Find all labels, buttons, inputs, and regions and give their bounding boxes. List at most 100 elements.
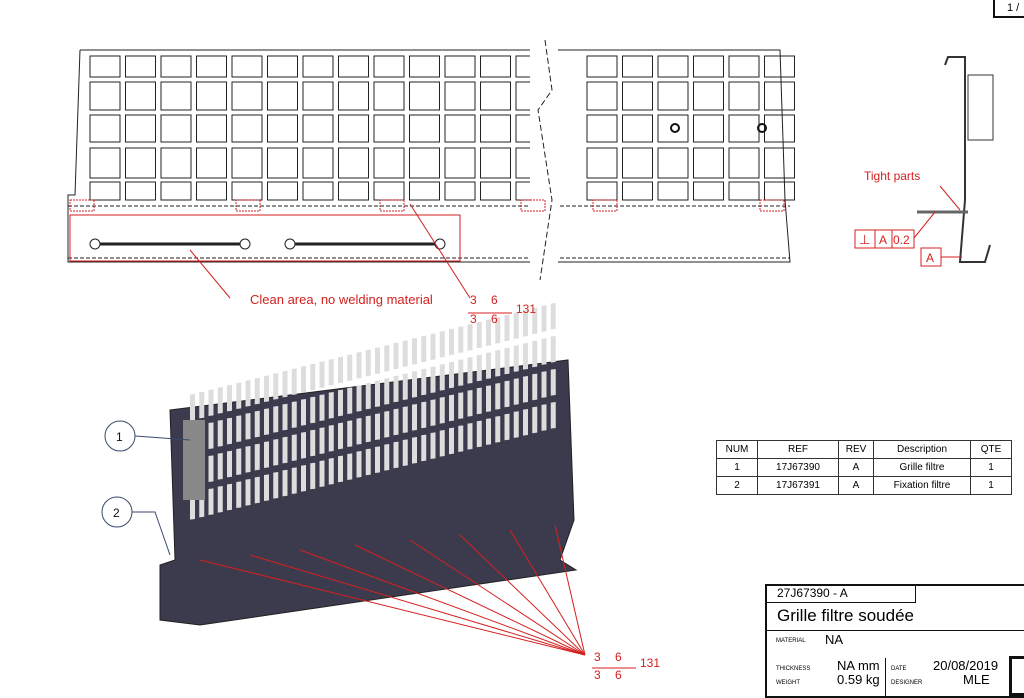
grille-cell: [657, 114, 689, 143]
weld-mark: [759, 199, 785, 212]
grille-cell: [160, 114, 192, 143]
grille-slot: [412, 436, 417, 464]
svg-text:6: 6: [615, 668, 622, 680]
grille-slot: [291, 401, 297, 428]
grille-slot: [310, 462, 316, 490]
grille-cell: [267, 181, 298, 201]
grille-cell: [302, 147, 334, 179]
grille-cell: [231, 147, 263, 179]
grille-slot: [273, 373, 279, 400]
grille-cell: [89, 114, 121, 143]
grille-slot: [217, 420, 223, 447]
grille-cell: [728, 81, 760, 111]
grille-cell: [338, 114, 369, 143]
grille-slot: [347, 354, 353, 381]
leader-line: [913, 211, 936, 239]
grille-cell: [373, 147, 405, 179]
grille-slot: [550, 302, 556, 330]
grille-slot: [365, 448, 371, 476]
grille-slot: [523, 375, 528, 403]
grille-cell: [373, 114, 405, 143]
page-indicator: 1 /: [993, 0, 1024, 18]
grille-slot: [486, 418, 491, 445]
grille-cell: [409, 55, 440, 78]
grille-cell: [586, 55, 618, 78]
grille-slot: [245, 446, 251, 473]
grille-cell: [196, 114, 227, 143]
grille-slot: [393, 375, 399, 403]
svg-text:A: A: [879, 233, 887, 247]
grille-cell: [693, 147, 724, 179]
grille-slot: [504, 413, 510, 441]
grille-slot: [486, 352, 491, 379]
grille-slot: [504, 314, 510, 342]
grille-slot: [550, 335, 556, 363]
part-1-bracket: [183, 420, 205, 500]
grille-slot: [273, 406, 279, 433]
weld-mark: [592, 199, 618, 212]
tolerance-frame: ⊥ A 0.2: [854, 229, 915, 249]
datum-a: A: [920, 247, 942, 267]
grille-slot: [467, 323, 473, 351]
grille-slot: [236, 448, 242, 475]
grille-cell: [338, 81, 369, 111]
balloon-leader: [134, 435, 191, 441]
grille-slot: [328, 392, 334, 419]
grille-slot: [217, 387, 223, 414]
technical-drawing: Clean area, no welding material 3 6 3 6 …: [67, 39, 994, 680]
clean-area-note: Clean area, no welding material: [250, 292, 433, 307]
grille-slot: [310, 363, 316, 391]
grille-slot: [513, 345, 519, 372]
leader-line: [509, 529, 586, 656]
grille-slot: [486, 319, 491, 346]
grille-slot: [421, 335, 427, 363]
grille-cell: [338, 147, 369, 179]
grille-slot: [513, 312, 519, 339]
grille-slot: [245, 380, 251, 407]
grille-slot: [476, 354, 482, 382]
grille-cell: [302, 114, 334, 143]
grille-slot: [365, 382, 371, 410]
grille-cell: [586, 81, 618, 111]
grille-slot: [217, 453, 223, 480]
grille-slot: [393, 342, 399, 370]
svg-text:3: 3: [470, 312, 477, 326]
grille-slot: [458, 359, 464, 386]
svg-text:3: 3: [594, 650, 601, 664]
grille-slot: [523, 408, 528, 436]
grille-slot: [384, 378, 390, 405]
grille-cell: [586, 147, 618, 179]
grille-slot: [541, 404, 547, 431]
grille-slot: [356, 352, 362, 379]
leader-line: [409, 203, 471, 299]
grille-slot: [439, 363, 445, 391]
grille-slot: [208, 422, 214, 449]
grille-slot: [402, 439, 408, 466]
slot-end: [434, 238, 446, 250]
grille-cell: [480, 81, 511, 111]
grille-cell: [444, 81, 476, 111]
grille-slot: [504, 347, 510, 375]
part-number: 27J67390 - A: [767, 586, 916, 603]
grille-cell: [480, 55, 511, 78]
balloon-leader: [132, 511, 171, 556]
grille-slot: [430, 366, 436, 393]
grille-cell: [586, 181, 618, 201]
grille-slot: [449, 361, 454, 389]
grille-cell: [196, 55, 227, 78]
grille-slot: [421, 368, 427, 396]
grille-slot: [532, 406, 538, 434]
grille-slot: [412, 337, 417, 365]
grille-slot: [301, 399, 306, 426]
grille-cell: [764, 181, 795, 201]
grille-slot: [476, 387, 482, 415]
slot-end: [239, 238, 251, 250]
hole: [670, 123, 680, 133]
grille-slot: [282, 436, 288, 464]
grille-cell: [231, 55, 263, 78]
leader-line: [939, 185, 961, 211]
grille-cell: [160, 81, 192, 111]
grille-slot: [254, 410, 260, 438]
